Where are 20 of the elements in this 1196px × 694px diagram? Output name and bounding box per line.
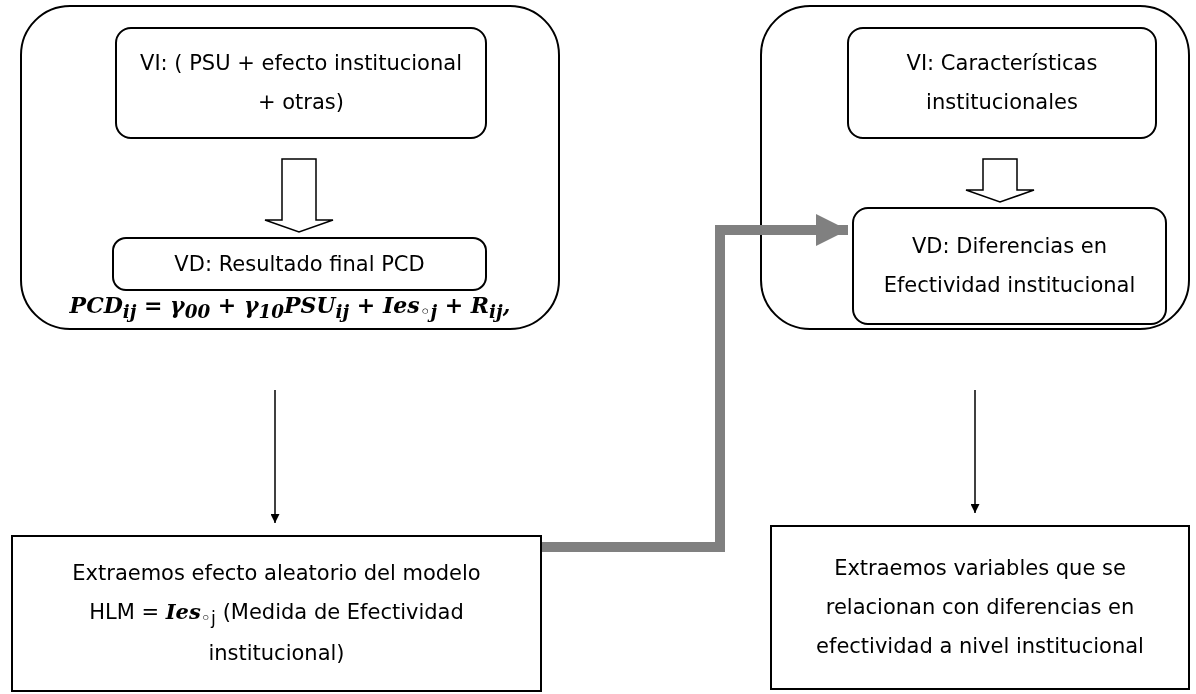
block-arrow	[965, 158, 1035, 203]
arrow	[970, 389, 980, 514]
box-text: Extraemos variables que se relacionan con diferencias en efectividad a nivel institucional	[815, 555, 1145, 660]
box-text: VI: ( PSU + efecto institucional + otras)	[139, 50, 463, 116]
arrow	[542, 214, 848, 552]
formula: PCD$_{ij}$ = γ$_{00}$ + γ$_{10}$PSU$_{ij}$ + Ies$_{◦j}$ + R$_{ij}$,	[68, 290, 512, 324]
process-box	[770, 525, 1190, 690]
box-text: Extraemos efecto aleatorio del modelo HLM = Ies$_{◦j}$ (Medida de Efectividad institucional)	[71, 559, 482, 668]
box-text: VD: Resultado final PCD	[173, 250, 426, 278]
block-arrow	[264, 158, 334, 233]
rounded-box	[115, 27, 487, 139]
process-box	[11, 535, 542, 692]
box-text: VD: Diferencias en Efectividad institucional	[882, 233, 1137, 299]
rounded-box	[112, 237, 487, 291]
rounded-box	[852, 207, 1167, 325]
rounded-box	[20, 5, 560, 330]
box-text: VI: Características institucionales	[905, 50, 1099, 116]
rounded-box	[847, 27, 1157, 139]
arrow	[270, 389, 280, 524]
group-box	[760, 5, 1190, 330]
